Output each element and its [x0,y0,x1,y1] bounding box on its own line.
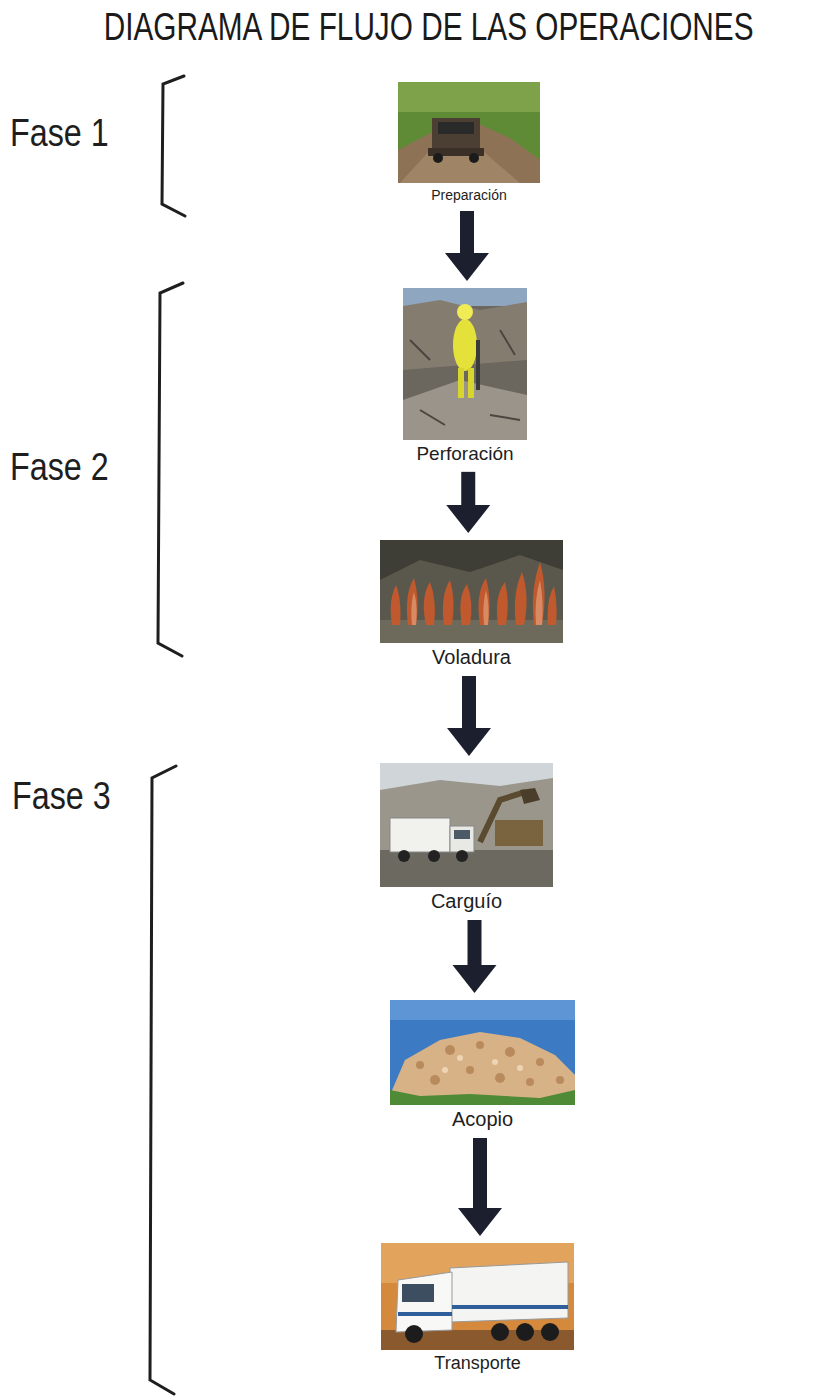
arrow-shaft [460,211,474,255]
process-step: Transporte [381,1243,574,1374]
arrow-shaft [461,472,475,507]
flow-arrow [453,920,497,993]
flow-arrow [447,676,491,756]
phase-label: Fase 1 [10,112,109,155]
step-caption: Perforación [416,443,513,465]
phase-bracket [150,76,185,1394]
process-step: Voladura [380,540,563,669]
arrow-shaft [468,920,482,967]
photo-loading [380,763,553,887]
flow-arrow [458,1138,502,1236]
photo-drilling [403,288,527,440]
step-caption: Transporte [434,1353,520,1374]
process-step: Acopio [390,1000,575,1131]
step-caption: Preparación [431,187,507,203]
photo-stockpile [390,1000,575,1105]
flow-arrow [445,211,489,281]
step-caption: Carguío [431,890,502,913]
step-caption: Voladura [432,646,511,669]
photo-blasting [380,540,563,643]
flow-arrow [446,472,490,533]
arrow-shaft [462,676,476,730]
arrow-head [447,728,491,756]
arrow-head [446,505,490,533]
process-step: Preparación [398,82,540,204]
arrow-head [453,965,497,993]
arrow-head [458,1208,502,1236]
photo-truck [381,1243,574,1350]
arrow-head [445,253,489,281]
phase-label: Fase 2 [10,446,109,489]
step-caption: Acopio [452,1108,513,1131]
diagram-title: DIAGRAMA DE FLUJO DE LAS OPERACIONES [104,6,741,49]
phase-label: Fase 3 [12,775,111,818]
arrow-shaft [473,1138,487,1210]
process-step: Carguío [380,763,553,913]
photo-preparation [398,82,540,183]
process-step: Perforación [403,288,527,465]
